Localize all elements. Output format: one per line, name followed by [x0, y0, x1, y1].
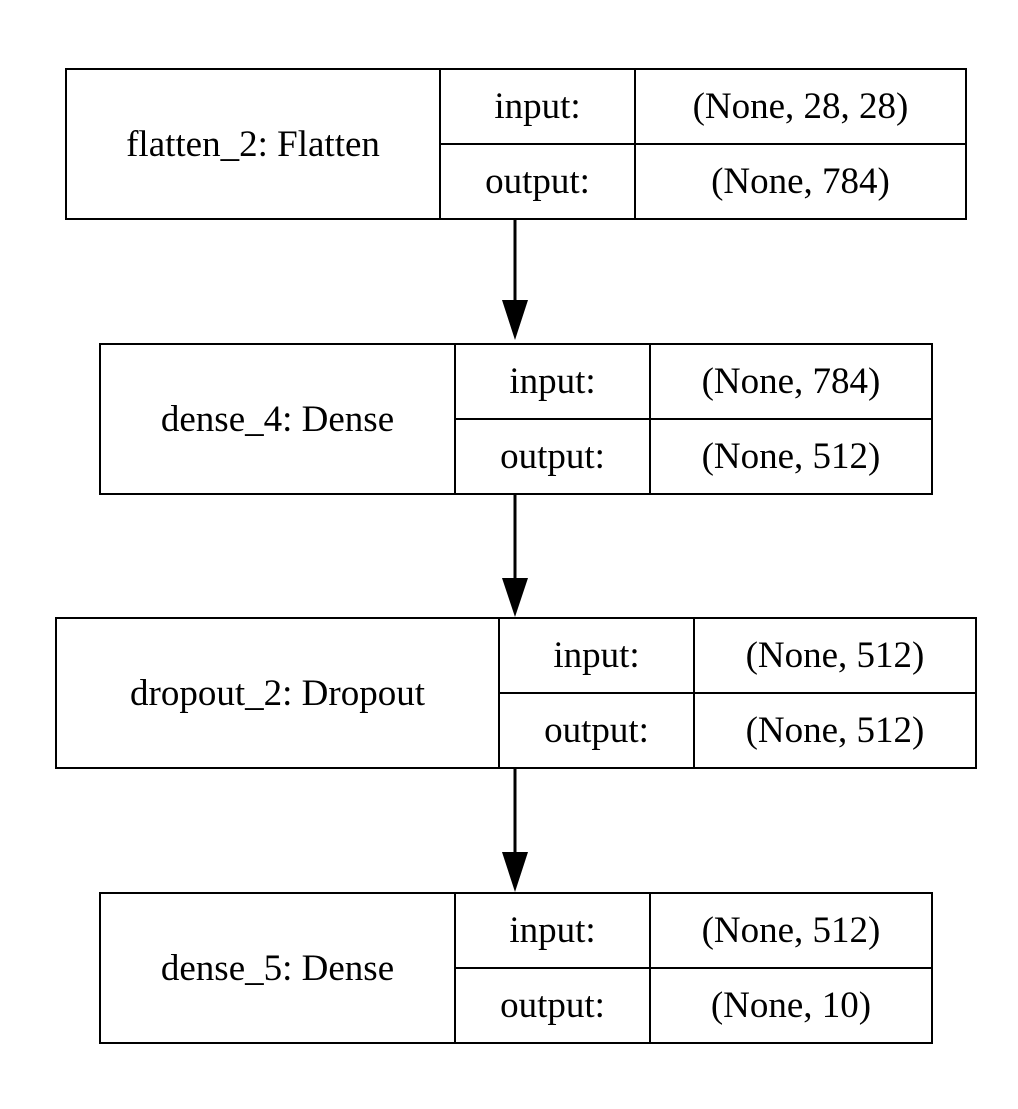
- input-shape: (None, 512): [651, 894, 931, 969]
- output-label: output:: [500, 985, 605, 1026]
- shape-column: (None, 28, 28) (None, 784): [636, 70, 965, 218]
- port-label-column: input: output:: [441, 70, 636, 218]
- output-label: output:: [485, 161, 590, 202]
- output-label: output:: [544, 710, 649, 751]
- arrowhead-icon: [502, 852, 528, 892]
- layer-name: dropout_2: Dropout: [57, 619, 500, 767]
- edge-flatten-to-dense4: [502, 220, 528, 340]
- port-label-column: input: output:: [456, 345, 651, 493]
- layer-name: flatten_2: Flatten: [67, 70, 441, 218]
- port-label-column: input: output:: [456, 894, 651, 1042]
- output-shape: (None, 512): [745, 710, 925, 751]
- layer-node-dense-4: dense_4: Dense input: output: (None, 784…: [99, 343, 933, 495]
- input-label: input:: [456, 894, 649, 969]
- layer-name: dense_5: Dense: [101, 894, 456, 1042]
- shape-column: (None, 784) (None, 512): [651, 345, 931, 493]
- layer-node-dense-5: dense_5: Dense input: output: (None, 512…: [99, 892, 933, 1044]
- arrowhead-icon: [502, 578, 528, 617]
- input-shape: (None, 28, 28): [636, 70, 965, 145]
- input-shape: (None, 512): [695, 619, 975, 694]
- input-label: input:: [500, 619, 693, 694]
- layer-node-dropout-2: dropout_2: Dropout input: output: (None,…: [55, 617, 977, 769]
- layer-node-flatten-2: flatten_2: Flatten input: output: (None,…: [65, 68, 967, 220]
- input-shape: (None, 784): [651, 345, 931, 420]
- shape-column: (None, 512) (None, 512): [695, 619, 975, 767]
- layer-name: dense_4: Dense: [101, 345, 456, 493]
- input-label: input:: [456, 345, 649, 420]
- input-label: input:: [441, 70, 634, 145]
- edge-dropout-to-dense5: [502, 769, 528, 892]
- arrowhead-icon: [502, 300, 528, 340]
- output-shape: (None, 784): [711, 161, 890, 202]
- output-label: output:: [500, 436, 605, 477]
- edge-dense4-to-dropout: [502, 495, 528, 617]
- shape-column: (None, 512) (None, 10): [651, 894, 931, 1042]
- output-shape: (None, 10): [710, 985, 872, 1026]
- port-label-column: input: output:: [500, 619, 695, 767]
- output-shape: (None, 512): [701, 436, 881, 477]
